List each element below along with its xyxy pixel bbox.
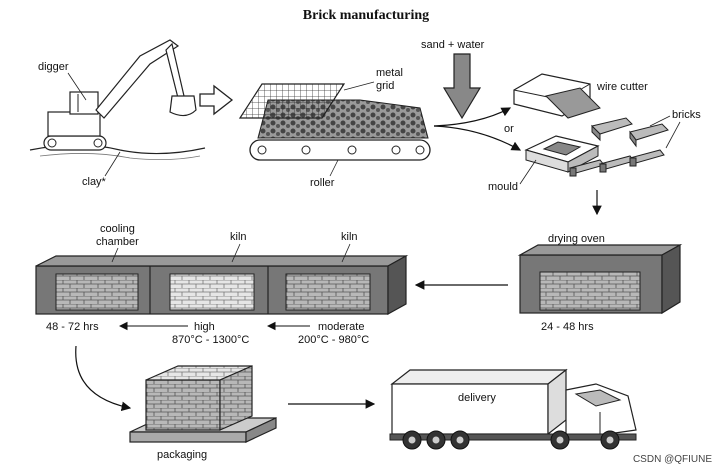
high-temp-label: 870°C - 1300°C [172,334,249,346]
roller-conveyor [238,83,431,161]
metal-grid-label-line2: grid [376,80,394,92]
mould-label: mould [488,181,518,193]
drying-oven-label: drying oven [548,233,605,245]
moderate-temp-label: 200°C - 980°C [298,334,369,346]
wire-cutter-illustration [513,73,669,148]
bricks-label: bricks [672,109,701,121]
delivery-label: delivery [458,392,496,404]
or-label: or [504,123,514,135]
roller-label: roller [310,177,335,189]
cooling-chamber-label-line1: cooling [100,223,135,235]
high-label: high [194,321,215,333]
drying-oven [517,243,683,315]
down-arrow-icon [442,53,482,120]
cooling-chamber-label-line2: chamber [96,236,139,248]
watermark: CSDN @QFIUNE [633,454,712,465]
kiln-high-label: kiln [230,231,247,243]
mould-illustration [524,135,665,177]
moderate-label: moderate [318,321,364,333]
cooling-time-label: 48 - 72 hrs [46,321,99,333]
packaging-label: packaging [157,449,207,461]
digger-label: digger [38,61,69,73]
diagram-title: Brick manufacturing [303,8,429,23]
drying-time-label: 24 - 48 hrs [541,321,594,333]
high-kiln-bricks [169,273,255,311]
kiln-moderate-label: kiln [341,231,358,243]
digger-illustration [29,39,206,160]
moderate-kiln-bricks [285,273,371,311]
packaging-pallet [129,365,277,443]
metal-grid-label-line1: metal [376,67,403,79]
wire-cutter-label: wire cutter [596,81,648,93]
delivery-truck [389,368,637,450]
clay-label: clay* [82,176,107,188]
kiln-tunnel [35,254,409,316]
sand-water-label: sand + water [421,39,485,51]
hollow-arrow-icon [199,84,234,116]
cooling-bricks [55,273,139,311]
